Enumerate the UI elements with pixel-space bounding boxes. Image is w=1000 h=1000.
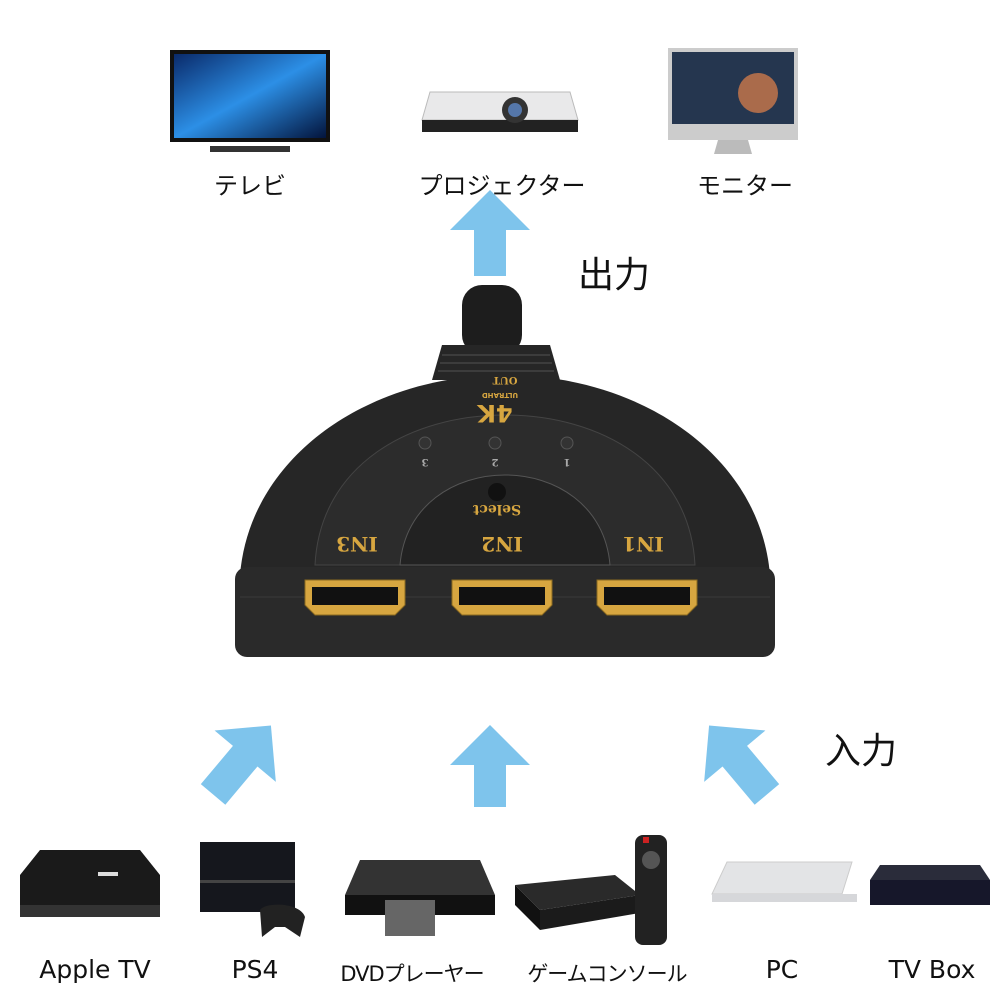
game-console-icon — [515, 835, 667, 945]
output-label-projector: プロジェクター — [418, 172, 586, 200]
input-label-tv-box: TV Box — [888, 955, 976, 984]
arrow-up-right-icon — [200, 725, 276, 805]
out-label: OUT — [492, 374, 517, 385]
dvd-player-icon — [345, 860, 495, 936]
4k-label: 4K — [476, 399, 513, 427]
port-label-in1: IN1 — [622, 532, 664, 556]
input-label-dvd: DVDプレーヤー — [340, 962, 484, 986]
ps4-icon — [200, 842, 305, 937]
input-label-ps4: PS4 — [231, 955, 279, 984]
led-label-3: 3 — [421, 456, 428, 467]
arrow-up-output-icon — [450, 190, 530, 276]
hdmi-switch-image: OUT ULTRAHD 4K 3 2 1 Select IN3 IN2 IN1 — [235, 285, 775, 657]
monitor-icon — [668, 48, 798, 154]
input-heading: 入力 — [825, 731, 898, 772]
laptop-icon — [711, 861, 857, 902]
select-label: Select — [472, 501, 521, 517]
arrow-up-icon — [450, 725, 530, 807]
led-label-1: 1 — [564, 456, 571, 467]
tv-box-icon — [870, 865, 990, 905]
tv-icon — [170, 50, 330, 152]
output-heading: 出力 — [578, 255, 651, 296]
led-label-2: 2 — [491, 456, 498, 467]
input-label-pc: PC — [765, 955, 799, 984]
output-label-monitor: モニター — [697, 172, 793, 200]
apple-tv-icon — [20, 850, 160, 917]
input-label-apple-tv: Apple TV — [39, 955, 151, 984]
input-label-game-console: ゲームコンソール — [527, 962, 687, 986]
arrow-up-left-icon — [704, 725, 780, 805]
output-label-tv: テレビ — [214, 172, 286, 200]
ultrahd-label: ULTRAHD — [482, 391, 518, 399]
port-label-in2: IN2 — [481, 532, 523, 556]
port-label-in3: IN3 — [336, 532, 378, 556]
projector-icon — [421, 91, 579, 132]
